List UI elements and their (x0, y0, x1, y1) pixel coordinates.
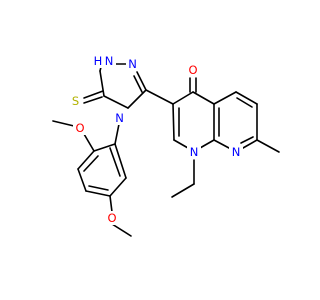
triazole-n4-atom: N (113, 111, 126, 125)
bond (109, 177, 127, 197)
molecule-structure: S N N H N O N N O (52, 54, 280, 237)
bond (213, 139, 230, 149)
atom-labels: S N N H N O N N O (69, 54, 243, 225)
bond (77, 150, 95, 170)
bond (235, 91, 258, 105)
bond (83, 133, 95, 152)
bond (242, 139, 258, 149)
bond (127, 89, 147, 109)
bond (192, 91, 215, 105)
bond (52, 120, 75, 127)
bond (83, 90, 104, 99)
triazole-n2-atom: N (126, 57, 139, 71)
sulfur-atom: S (69, 94, 82, 108)
methoxy-oxygen-upper-label: O (75, 121, 84, 135)
bond (145, 89, 174, 105)
bonds (52, 62, 280, 237)
bond (99, 70, 105, 97)
methoxy-oxygen-upper-atom: O (73, 121, 87, 135)
bond (199, 139, 215, 149)
bond (88, 185, 109, 191)
ketone-oxygen-label: O (188, 63, 197, 77)
pyridine-n8-atom: N (229, 145, 243, 159)
bond (172, 91, 194, 105)
methoxy-oxygen-lower-label: O (107, 211, 116, 225)
bond (77, 168, 87, 192)
triazole-n4-label: N (115, 111, 124, 125)
bond (93, 143, 116, 152)
bond (136, 71, 147, 91)
bond (114, 123, 120, 145)
bond (133, 75, 143, 93)
methoxy-oxygen-lower-atom: O (105, 211, 119, 225)
bond (83, 96, 103, 104)
bond (172, 103, 175, 141)
bond (213, 91, 237, 105)
bond (83, 155, 99, 172)
bond (85, 190, 111, 197)
sulfur-label: S (72, 94, 79, 108)
bond (114, 143, 127, 179)
bond (111, 223, 132, 237)
ring-n1-atom: N (187, 145, 201, 159)
bond (240, 136, 254, 144)
triazole-n1h-atom: H N (92, 54, 116, 68)
bond (109, 147, 121, 177)
triazole-n1-label: N (105, 54, 114, 68)
bond (109, 195, 113, 213)
triazole-n2-label: N (128, 57, 137, 71)
ketone-oxygen-atom: O (186, 63, 200, 77)
triazole-nh-h-label: H (94, 54, 103, 68)
bond (236, 97, 253, 108)
pyridine-n8-label: N (232, 145, 241, 159)
bond (256, 139, 280, 153)
bond (171, 183, 195, 198)
bond (103, 95, 129, 109)
ring-n1-label: N (190, 145, 199, 159)
bond (173, 139, 189, 149)
